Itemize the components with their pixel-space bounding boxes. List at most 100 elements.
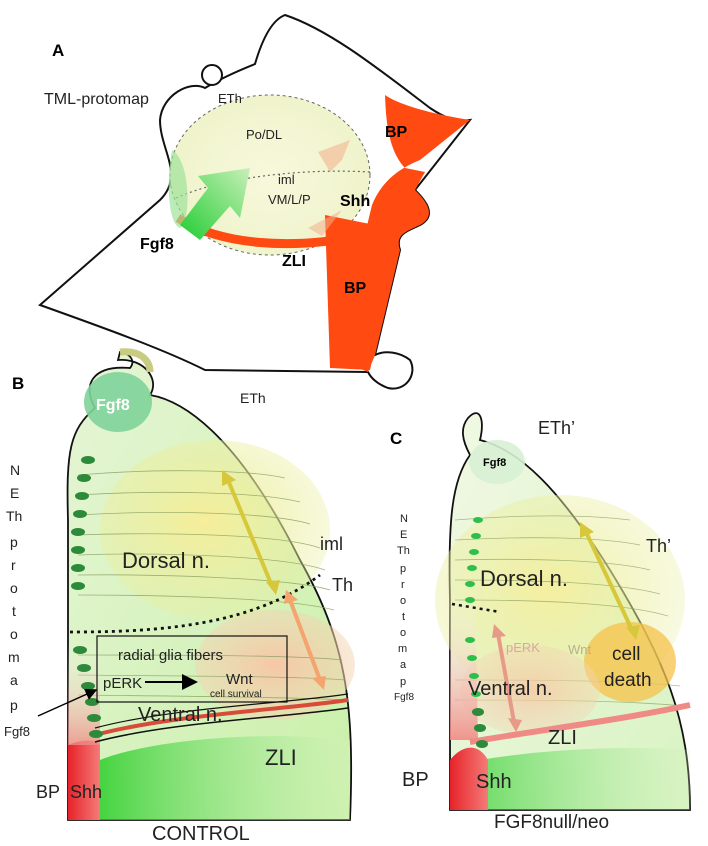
panel-c-zli: ZLI (548, 727, 577, 749)
protomap-letter: Th (6, 508, 22, 524)
panel-a-title: TML-protomap (44, 91, 149, 108)
panel-c-wnt: Wnt (568, 642, 592, 657)
panel-b-fgf8-arrow (37, 688, 98, 717)
panel-c-bp: BP (402, 769, 429, 791)
panel-c-iml-line (451, 602, 501, 614)
panel-b-inset-box (96, 635, 288, 703)
protomap-letter: Th (397, 545, 410, 557)
panel-a-po-dl: Po/DL (246, 127, 282, 142)
panel-a-iml-line (175, 170, 371, 199)
panel-b-shh-region (68, 740, 100, 820)
panel-b-zli: ZLI (265, 745, 297, 770)
panel-b-dorsal: Dorsal n. (122, 548, 210, 573)
panel-c-eth: ETh’ (538, 418, 575, 438)
panel-c-fgf8-blob (469, 440, 525, 484)
panel-c-yellow-arrow (580, 522, 640, 640)
panel-a-fgf8: Fgf8 (140, 236, 174, 253)
protomap-letter: m (398, 643, 407, 655)
panel-b-bp: BP (36, 782, 60, 802)
protomap-letter: o (10, 580, 18, 596)
panel-a-green-arrow (180, 168, 250, 240)
panel-c-ventral-salmon (460, 645, 600, 735)
protomap-letter: p (10, 697, 18, 713)
panel-c-glia-dots (465, 517, 483, 697)
panel-b-fgf8-blob (84, 372, 152, 432)
panel-c-death: death (604, 670, 652, 691)
panel-c-shh-region (450, 747, 488, 810)
panel-b-perk: pERK (103, 675, 142, 692)
panel-b-radial-lines (77, 470, 347, 701)
panel-b-ventral-salmon (195, 610, 355, 720)
protomap-letter: r (11, 557, 16, 573)
protomap-letter: m (8, 649, 20, 665)
panel-b-yellow-arrow (222, 470, 280, 595)
panel-a-bp-bottom: BP (344, 280, 367, 297)
panel-b-th: Th (332, 575, 353, 595)
panel-c-dorsal: Dorsal n. (480, 566, 568, 591)
panel-b-letter: B (12, 374, 24, 393)
panel-b-iml: iml (320, 534, 343, 554)
panel-b-survival: cell survival (210, 689, 262, 700)
panel-c-shh: Shh (476, 771, 512, 793)
panel-b-bottom-green (100, 736, 350, 820)
panel-b-salmon-arrow (284, 590, 326, 690)
protomap-letter: t (402, 611, 405, 623)
panel-b-ventral: Ventral n. (138, 704, 223, 726)
protomap-letter: t (12, 603, 16, 619)
panel-b-caption: CONTROL (152, 823, 250, 845)
protomap-letter: a (10, 672, 18, 688)
panel-c-bottom-green (480, 748, 690, 810)
panel-a-bp-top: BP (385, 124, 408, 141)
panel-c-perk: pERK (506, 640, 540, 655)
panel-b-zli-lines (94, 693, 349, 743)
panel-a-bp-lower (325, 215, 400, 370)
panel-c: C ETh’ Fgf8 N E Th p r o t o m a p Fgf8 … (390, 412, 691, 833)
panel-c-cell-death-region (584, 622, 676, 702)
panel-c-cell: cell (612, 644, 641, 665)
panel-a-eth-top: ETh (218, 91, 242, 106)
panel-b-radial: radial glia fibers (118, 647, 223, 664)
protomap-letter: N (400, 513, 408, 525)
panel-b: B Fgf8 N E Th p r o t o m a p Dorsal n. … (4, 348, 355, 845)
panel-c-th: Th’ (646, 536, 671, 556)
panel-c-glia-dots-dark (472, 708, 488, 748)
protomap-letter: a (400, 659, 407, 671)
panel-a-shh: Shh (340, 193, 370, 210)
protomap-letter: o (10, 626, 18, 642)
panel-a-vmlp: VM/L/P (268, 192, 311, 207)
panel-c-fgf8-top: Fgf8 (483, 457, 506, 469)
panel-a-shh-arrows (308, 140, 350, 236)
panel-b-tail (119, 348, 154, 373)
panel-c-caption: FGF8null/neo (494, 812, 609, 833)
protomap-letter: r (401, 579, 405, 591)
panel-b-wnt: Wnt (226, 671, 254, 688)
protomap-letter: p (400, 563, 406, 575)
panel-c-letter: C (390, 429, 402, 448)
protomap-letter: o (400, 595, 406, 607)
panel-c-protomap: N E Th p r o t o m a p (397, 513, 410, 688)
panel-a-zli: ZLI (282, 253, 306, 270)
panel-b-fgf8-top: Fgf8 (96, 397, 130, 414)
panel-c-salmon-arrow (492, 624, 522, 732)
panel-b-protomap: N E Th p r o t o m a p (6, 462, 22, 713)
protomap-letter: E (400, 529, 407, 541)
panel-c-fgf8-side: Fgf8 (394, 692, 414, 703)
panel-c-ventral: Ventral n. (468, 678, 553, 700)
panel-a-iml: iml (278, 172, 295, 187)
panel-a-knob-top (201, 64, 223, 86)
panel-c-zli (469, 702, 691, 745)
panel-b-glia-dots (71, 456, 103, 738)
panel-a-eth-bottom: ETh (240, 390, 266, 406)
panel-b-dorsal-region (100, 440, 330, 620)
protomap-letter: p (10, 534, 18, 550)
panel-a-fgf8-region (168, 150, 188, 228)
panel-b-shh: Shh (70, 782, 102, 802)
protomap-letter: p (400, 676, 406, 688)
protomap-letter: o (400, 627, 406, 639)
panel-b-side-red (68, 640, 100, 745)
panel-a-letter: A (52, 41, 64, 60)
protomap-letter: N (10, 462, 20, 478)
panel-c-side-red (450, 590, 478, 740)
panel-b-fgf8-side: Fgf8 (4, 724, 30, 739)
